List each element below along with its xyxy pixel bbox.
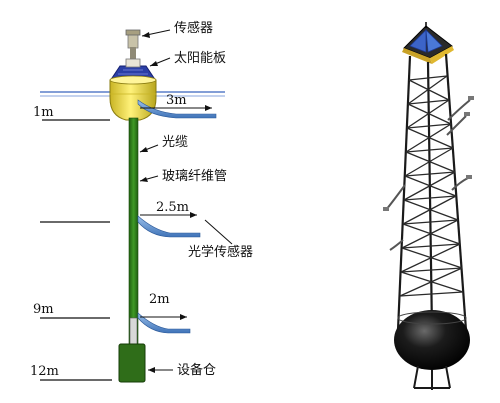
label-solar-panel: 太阳能板 — [174, 51, 226, 66]
callout-equipment-bay — [148, 367, 173, 373]
depth-label-12m: 12m — [30, 364, 59, 379]
label-sensor: 传感器 — [174, 20, 213, 36]
arm-length-2-5m: 2.5m — [156, 200, 189, 215]
dimension-3m — [140, 105, 212, 111]
tower-sphere — [394, 310, 470, 370]
callout-sensor — [141, 29, 171, 38]
fiberglass-tube — [128, 117, 139, 345]
callout-solar-panel — [149, 57, 171, 67]
sensor-arm-3m — [137, 99, 217, 119]
tube-bottom-joint — [129, 317, 138, 345]
label-optical-sensor: 光学传感器 — [188, 244, 253, 260]
tower-top-solar — [402, 22, 454, 64]
sensor-arm-2m — [137, 312, 191, 334]
solar-panel — [111, 58, 155, 79]
callout-optical-cable — [139, 144, 159, 153]
left-diagram: 1m 9m 12m — [30, 20, 253, 383]
tower-render — [383, 22, 474, 390]
sensor-arm-2-5m — [137, 215, 201, 238]
label-optical-cable: 光缆 — [162, 134, 188, 150]
top-sensor — [125, 29, 141, 59]
label-equipment-bay: 设备仓 — [177, 362, 216, 378]
depth-label-9m: 9m — [33, 302, 54, 317]
water-surface — [40, 91, 225, 97]
label-fiberglass-tube: 玻璃纤维管 — [162, 169, 227, 184]
equipment-bay — [118, 343, 146, 383]
dimension-2m — [140, 314, 187, 320]
arm-length-3m: 3m — [166, 93, 187, 108]
depth-label-1m: 1m — [33, 105, 54, 120]
callout-fiberglass-tube — [139, 175, 159, 182]
dimension-2-5m — [140, 212, 197, 218]
arm-length-2m: 2m — [149, 292, 170, 307]
callout-optical-sensor — [204, 219, 233, 245]
buoy-float — [109, 75, 157, 121]
